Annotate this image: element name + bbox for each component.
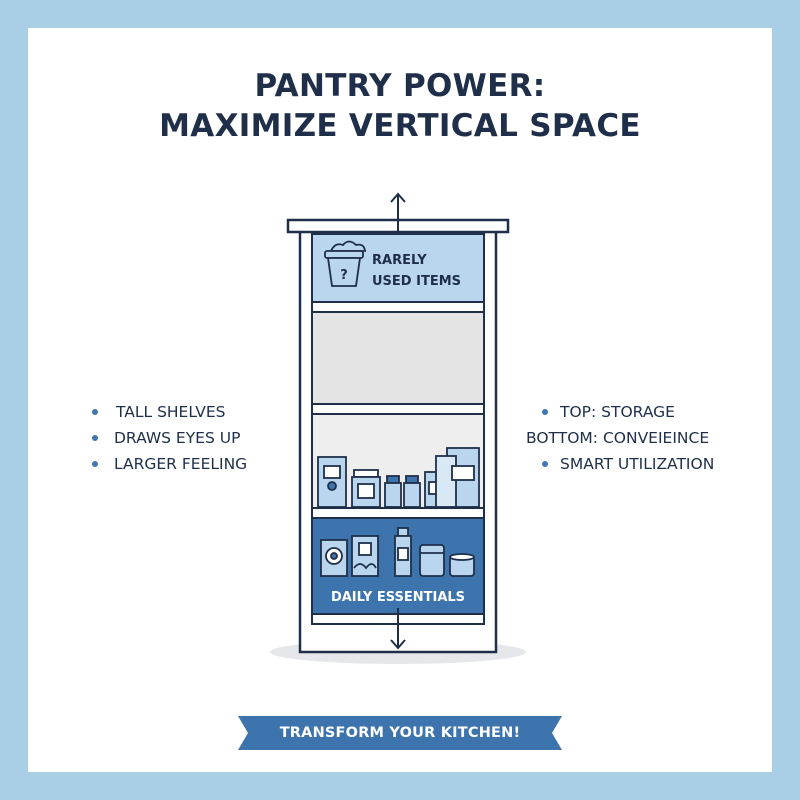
left-point: LARGER FEELING	[92, 451, 292, 477]
top-label-line-2: USED ITEMS	[372, 274, 461, 289]
right-point: SMART UTILIZATION	[510, 451, 750, 477]
shelf-board-1	[311, 301, 485, 313]
bullet-dot	[92, 409, 98, 415]
left-point: TALL SHELVES	[92, 399, 292, 425]
banner-ribbon	[238, 716, 562, 750]
right-point: TOP: STORAGE	[510, 399, 750, 425]
left-point-list: TALL SHELVES DRAWS EYES UP LARGER FEELIN…	[92, 399, 292, 477]
bottle-icon	[394, 527, 412, 577]
transform-banner: TRANSFORM YOUR KITCHEN!	[238, 716, 562, 750]
up-arrow-icon	[390, 192, 406, 232]
title-line-1: PANTRY POWER:	[254, 68, 546, 104]
jar-icon	[351, 469, 381, 508]
banner-label: TRANSFORM YOUR KITCHEN!	[279, 725, 521, 741]
bullet-dot	[92, 461, 98, 467]
bottom-label: DAILY ESSENTIALS	[331, 590, 465, 605]
right-point-list: TOP: STORAGE BOTTOM: CONVEIEINCE SMART U…	[510, 399, 750, 477]
svg-text:?: ?	[340, 268, 348, 283]
bullet-dot	[92, 435, 98, 441]
shelf-board-3	[311, 507, 485, 519]
top-label-line-1: RARELY	[372, 253, 427, 268]
bullet-dot	[542, 461, 548, 467]
down-arrow-icon	[390, 608, 406, 650]
bullet-dot	[542, 409, 548, 415]
cereal-box-icon	[435, 447, 480, 508]
title-line-2: MAXIMIZE VERTICAL SPACE	[159, 108, 641, 144]
right-point: BOTTOM: CONVEIEINCE	[526, 429, 710, 447]
spice-shaker-icon	[384, 475, 402, 508]
page-title: PANTRY POWER: MAXIMIZE VERTICAL SPACE	[0, 66, 800, 146]
shelf-board-2	[311, 403, 485, 415]
tin-icon	[449, 553, 475, 577]
question-basket-icon: ?	[324, 240, 367, 287]
middle-compartment	[311, 311, 485, 405]
spice-shaker-icon-2	[403, 475, 421, 508]
left-point: DRAWS EYES UP	[92, 425, 292, 451]
can-icon	[419, 544, 445, 577]
detergent-box-icon	[320, 539, 348, 577]
canister-icon	[317, 456, 347, 508]
snack-bag-icon	[351, 535, 379, 577]
